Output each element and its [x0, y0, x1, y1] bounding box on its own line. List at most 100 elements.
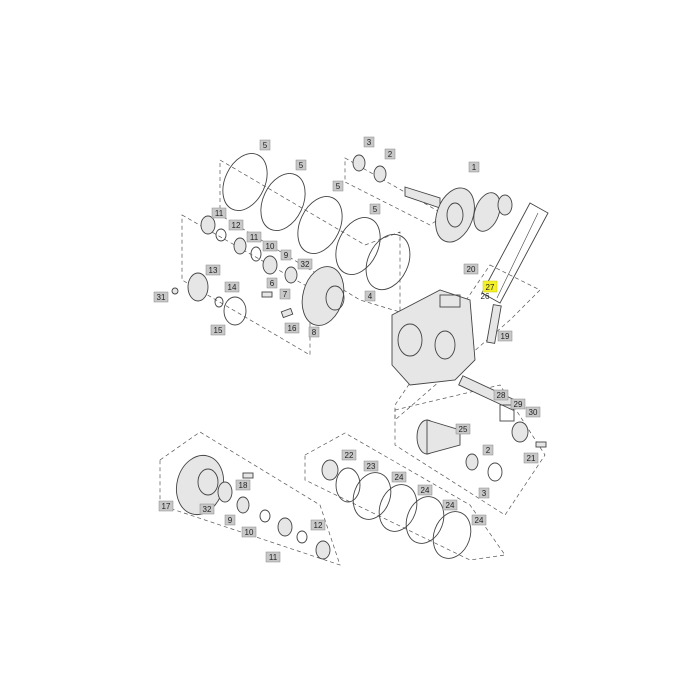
callout-8[interactable]: 8: [308, 326, 320, 338]
svg-text:12: 12: [314, 521, 323, 530]
callout-10[interactable]: 10: [241, 526, 257, 538]
callout-5[interactable]: 5: [295, 159, 307, 171]
svg-text:13: 13: [209, 266, 218, 275]
callout-12[interactable]: 12: [310, 519, 326, 531]
callout-27-highlighted[interactable]: 27: [482, 280, 498, 293]
callout-24[interactable]: 24: [471, 514, 487, 526]
svg-text:20: 20: [467, 265, 476, 274]
svg-text:8: 8: [312, 328, 317, 337]
svg-text:10: 10: [245, 528, 254, 537]
svg-text:18: 18: [239, 481, 248, 490]
shift-rod-group: [481, 202, 549, 344]
gaskets: [222, 153, 411, 291]
callout-19[interactable]: 19: [497, 330, 513, 342]
svg-text:31: 31: [157, 293, 166, 302]
differential-cover-group: [176, 454, 331, 560]
svg-text:2: 2: [388, 150, 393, 159]
svg-text:3: 3: [367, 138, 372, 147]
svg-text:32: 32: [301, 260, 310, 269]
callout-21[interactable]: 21: [523, 452, 539, 464]
callout-24[interactable]: 24: [391, 471, 407, 483]
svg-text:1: 1: [472, 163, 477, 172]
callout-20[interactable]: 20: [463, 263, 479, 275]
svg-text:30: 30: [529, 408, 538, 417]
svg-text:15: 15: [214, 326, 223, 335]
callout-13[interactable]: 13: [205, 264, 221, 276]
lower-gaskets: [321, 459, 472, 559]
output-shaft-group: [416, 375, 547, 482]
callout-9[interactable]: 9: [224, 514, 236, 526]
callout-10[interactable]: 10: [262, 240, 278, 252]
svg-text:26: 26: [481, 292, 490, 301]
bevel-gear-set: [352, 154, 513, 243]
svg-text:11: 11: [269, 553, 278, 562]
callout-5[interactable]: 5: [332, 180, 344, 192]
gearbox-housing: [391, 289, 476, 386]
svg-text:11: 11: [215, 209, 224, 218]
svg-text:7: 7: [283, 290, 288, 299]
callout-4[interactable]: 4: [364, 290, 376, 302]
callout-26[interactable]: 26: [479, 292, 491, 301]
callout-5[interactable]: 5: [259, 139, 271, 151]
svg-text:16: 16: [288, 324, 297, 333]
callout-23[interactable]: 23: [363, 460, 379, 472]
callout-2[interactable]: 2: [482, 444, 494, 456]
callout-11[interactable]: 11: [211, 207, 227, 219]
callout-28[interactable]: 28: [493, 389, 509, 401]
svg-text:12: 12: [232, 221, 241, 230]
svg-text:25: 25: [459, 425, 468, 434]
svg-text:4: 4: [368, 292, 373, 301]
svg-text:5: 5: [299, 161, 304, 170]
callout-30[interactable]: 30: [525, 406, 541, 418]
callout-2[interactable]: 2: [384, 148, 396, 160]
svg-text:27: 27: [486, 283, 495, 292]
callout-16[interactable]: 16: [284, 322, 300, 334]
svg-text:24: 24: [421, 486, 430, 495]
callout-22[interactable]: 22: [341, 449, 357, 461]
svg-text:28: 28: [497, 391, 506, 400]
callout-32[interactable]: 32: [297, 258, 313, 270]
callout-11[interactable]: 11: [246, 231, 262, 243]
callout-25[interactable]: 25: [455, 423, 471, 435]
svg-text:21: 21: [527, 454, 536, 463]
callout-32[interactable]: 32: [199, 503, 215, 515]
svg-text:17: 17: [162, 502, 171, 511]
callout-29[interactable]: 29: [510, 398, 526, 410]
callout-12[interactable]: 12: [228, 219, 244, 231]
svg-text:14: 14: [228, 283, 237, 292]
callout-14[interactable]: 14: [224, 281, 240, 293]
callout-5[interactable]: 5: [369, 203, 381, 215]
svg-text:5: 5: [373, 205, 378, 214]
callout-labels: 5 5 5 5 3 2 1 11 12 11 10 9 32 13 14 31 …: [153, 136, 541, 563]
svg-text:9: 9: [228, 516, 233, 525]
svg-text:6: 6: [270, 279, 275, 288]
callout-17[interactable]: 17: [158, 500, 174, 512]
callout-7[interactable]: 7: [279, 288, 291, 300]
svg-text:22: 22: [345, 451, 354, 460]
callout-6[interactable]: 6: [266, 277, 278, 289]
callout-9[interactable]: 9: [280, 249, 292, 261]
svg-text:9: 9: [284, 251, 289, 260]
callout-3[interactable]: 3: [363, 136, 375, 148]
svg-text:24: 24: [446, 501, 455, 510]
svg-text:2: 2: [486, 446, 491, 455]
callout-3[interactable]: 3: [478, 487, 490, 499]
callout-18[interactable]: 18: [235, 479, 251, 491]
svg-text:5: 5: [263, 141, 268, 150]
svg-text:24: 24: [395, 473, 404, 482]
callout-15[interactable]: 15: [210, 324, 226, 336]
callout-24[interactable]: 24: [442, 499, 458, 511]
svg-text:19: 19: [501, 332, 510, 341]
left-bearings: [171, 215, 345, 326]
callout-24[interactable]: 24: [417, 484, 433, 496]
svg-text:10: 10: [266, 242, 275, 251]
svg-text:32: 32: [203, 505, 212, 514]
svg-text:29: 29: [514, 400, 523, 409]
svg-text:24: 24: [475, 516, 484, 525]
callout-1[interactable]: 1: [468, 161, 480, 173]
svg-text:5: 5: [336, 182, 341, 191]
callout-11[interactable]: 11: [265, 551, 281, 563]
svg-text:11: 11: [250, 233, 259, 242]
callout-31[interactable]: 31: [153, 291, 169, 303]
